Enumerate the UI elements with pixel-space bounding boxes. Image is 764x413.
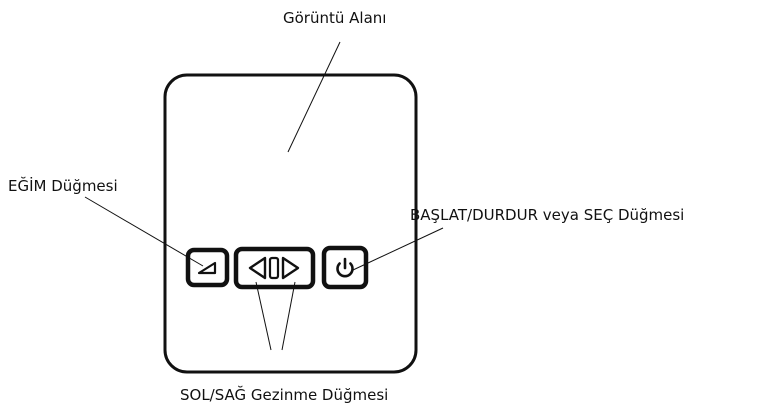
right-arrow-icon xyxy=(281,256,300,280)
left-right-button-label: SOL/SAĞ Gezinme Düğmesi xyxy=(180,386,389,404)
power-icon xyxy=(336,257,354,278)
center-divider-icon xyxy=(268,256,280,280)
device-body xyxy=(163,73,418,374)
tilt-icon xyxy=(197,261,217,275)
start-stop-leader-line xyxy=(352,227,444,271)
left-nav-leader-line xyxy=(255,281,272,351)
left-right-navigation-button xyxy=(233,246,316,290)
display-area-label: Görüntü Alanı xyxy=(283,9,387,27)
left-arrow-icon xyxy=(248,256,267,280)
display-area-leader-line xyxy=(287,41,341,153)
start-stop-button-label: BAŞLAT/DURDUR veya SEÇ Düğmesi xyxy=(410,206,685,224)
tilt-button xyxy=(185,247,230,288)
start-stop-button xyxy=(321,245,369,290)
tilt-button-label: EĞİM Düğmesi xyxy=(8,177,118,195)
right-nav-leader-line xyxy=(281,281,296,351)
tilt-button-leader-line xyxy=(84,196,204,267)
